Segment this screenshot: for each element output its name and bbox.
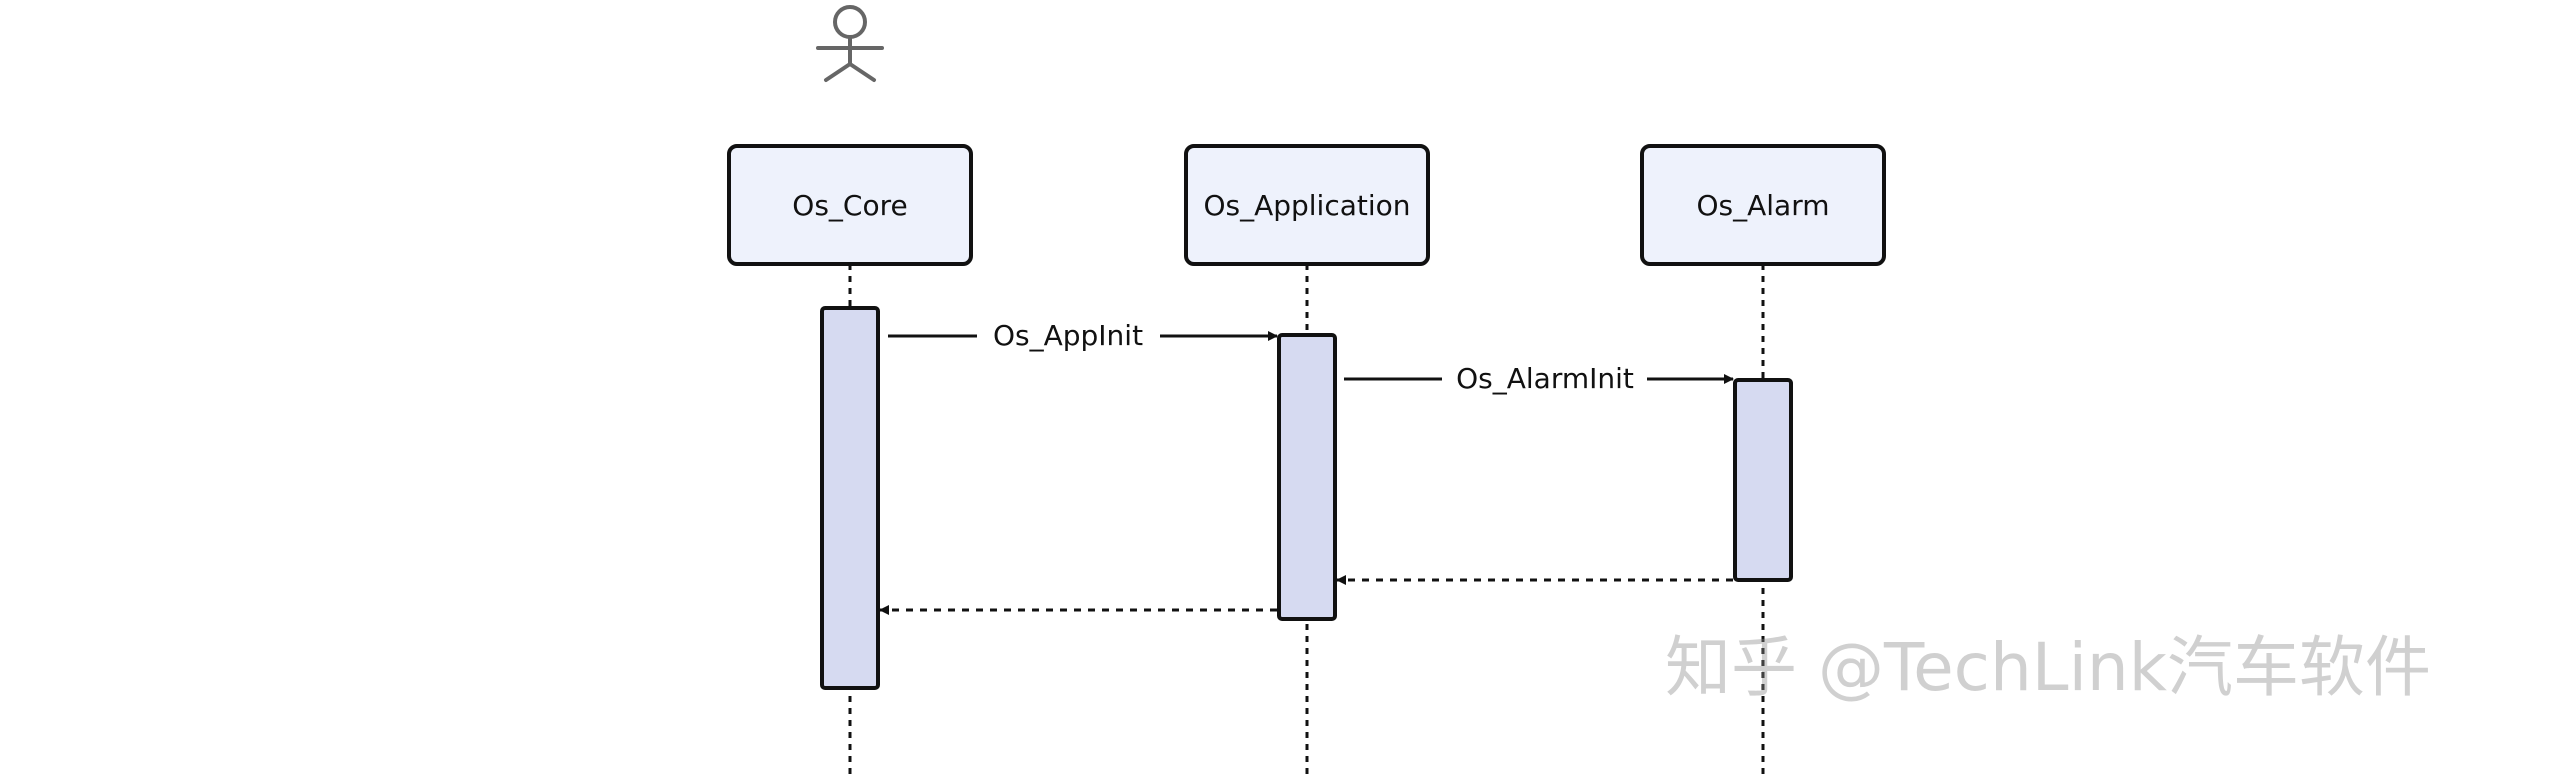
participant-os-application: Os_Application [1184, 144, 1430, 266]
message-os-appinit: Os_AppInit [888, 319, 1278, 352]
activation-os-alarm [1733, 378, 1793, 582]
activation-os-core [820, 306, 880, 690]
participant-label: Os_Core [792, 189, 907, 222]
participant-os-alarm: Os_Alarm [1640, 144, 1886, 266]
message-label: Os_AppInit [993, 319, 1143, 352]
participant-label: Os_Application [1203, 189, 1410, 222]
stick-figure-icon [816, 5, 884, 82]
message-label: Os_AlarmInit [1456, 362, 1634, 395]
participant-label: Os_Alarm [1696, 189, 1829, 222]
message-os-alarminit: Os_AlarmInit [1344, 362, 1734, 395]
participant-os-core: Os_Core [727, 144, 973, 266]
activation-os-application [1277, 333, 1337, 621]
watermark-text: 知乎 @TechLink汽车软件 [1665, 629, 2431, 706]
